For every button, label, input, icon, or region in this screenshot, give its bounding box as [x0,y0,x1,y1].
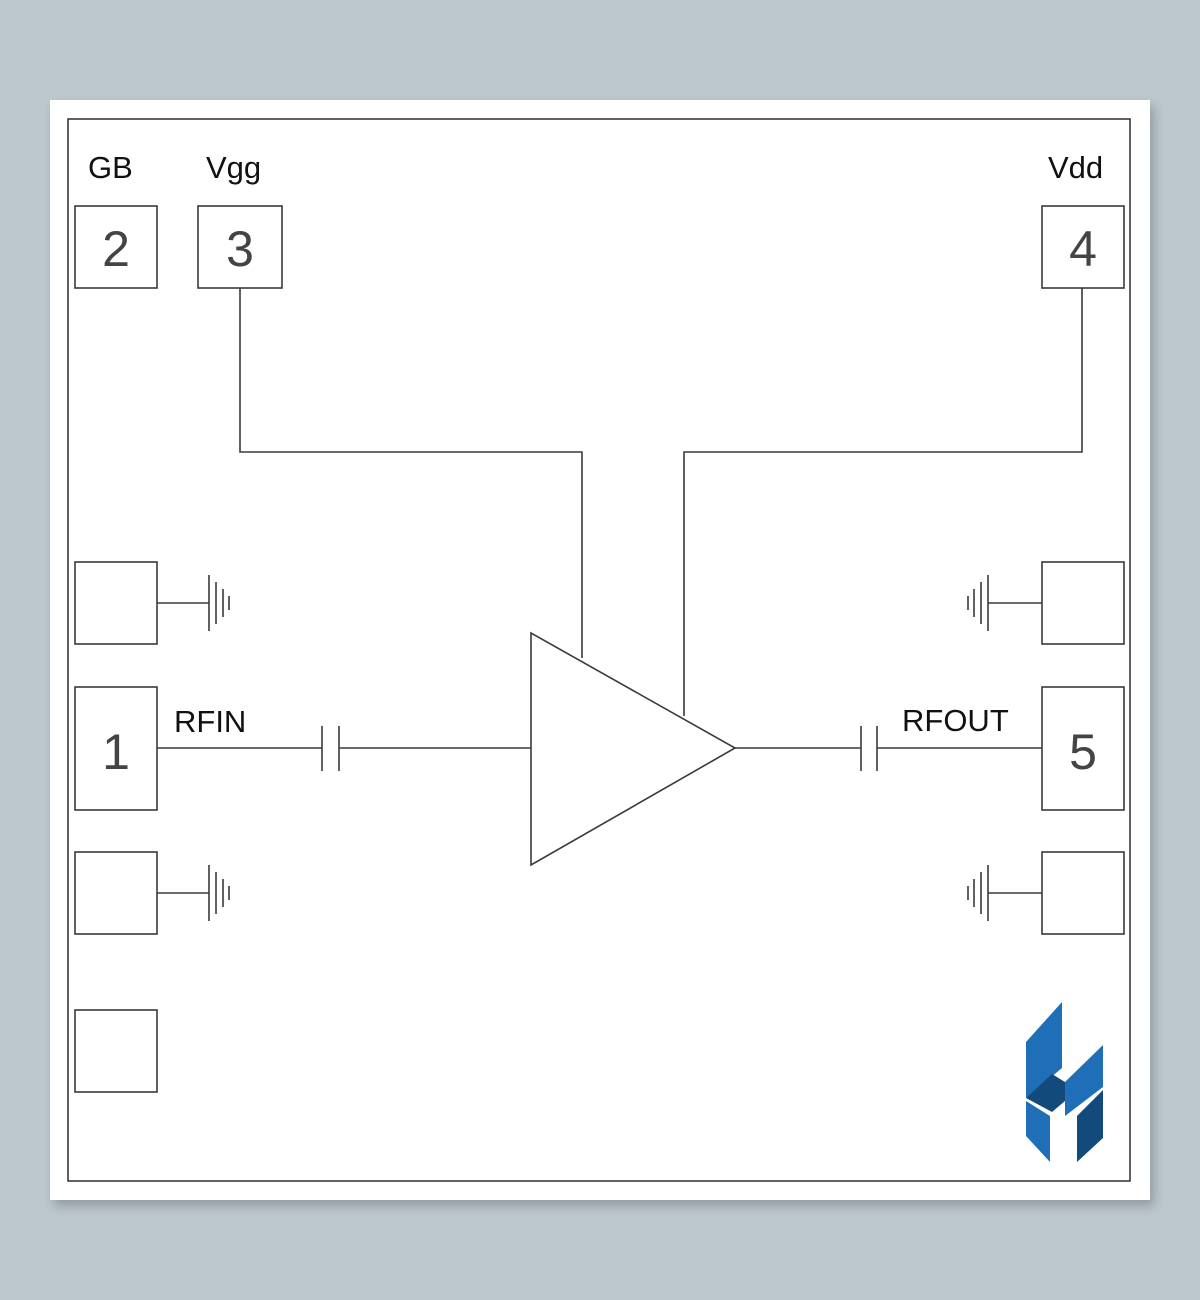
pad-5-number: 5 [1069,724,1097,780]
ground-pad-right-upper [967,561,1125,645]
unused-pad-bottom-left [74,1009,158,1093]
ground-pad-left-upper [74,561,230,645]
pad-4: 4 [1041,205,1125,289]
label-gb: GB [88,150,133,185]
vdd-bias-line [683,288,1083,716]
pad-3-number: 3 [226,221,254,277]
ground-pad-right-lower [967,851,1125,935]
pad-4-number: 4 [1069,221,1097,277]
pad-1-number: 1 [102,724,130,780]
label-vdd: Vdd [1048,150,1103,185]
pad-2: 2 [74,205,158,289]
pad-1: 1 [74,686,158,811]
pad-5: 5 [1041,686,1125,811]
vgg-bias-line [239,288,583,658]
company-logo-icon [1026,1002,1103,1162]
input-capacitor [321,726,340,771]
amplifier-triangle [530,631,737,867]
output-capacitor [860,726,878,771]
chip-outline [67,118,1131,1182]
pad-2-number: 2 [102,221,130,277]
pad-3: 3 [197,205,283,289]
label-rfin: RFIN [174,704,246,739]
label-vgg: Vgg [206,150,261,185]
ground-pad-left-lower [74,851,230,935]
label-rfout: RFOUT [902,703,1009,738]
